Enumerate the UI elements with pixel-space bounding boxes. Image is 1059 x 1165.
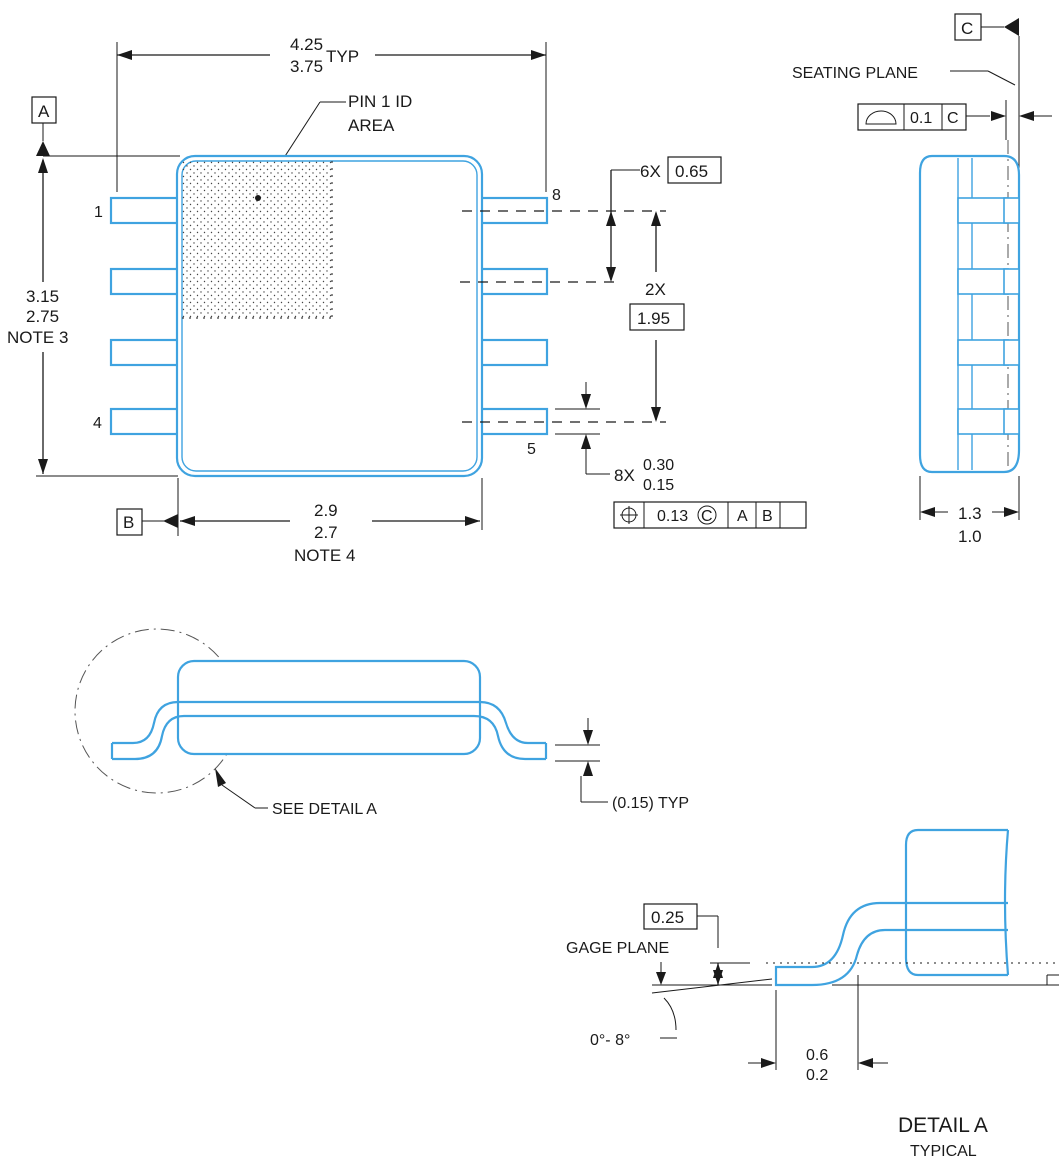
lead-width-max: 0.30 — [643, 457, 674, 474]
detail-subtitle: TYPICAL — [910, 1143, 977, 1160]
overall-width-max: 4.25 — [290, 35, 323, 54]
standoff-label: (0.15) TYP — [612, 795, 689, 812]
span-count: 2X — [645, 280, 666, 299]
span-value: 1.95 — [637, 309, 670, 328]
datum-a-frame — [31, 96, 57, 124]
detail-a: 0.25 GAGE PLANE 0°- 8° 0.6 0.2 DETAIL A … — [566, 828, 1059, 1160]
pin-label-1: 1 — [94, 204, 103, 221]
pin-label-5: 5 — [527, 441, 536, 458]
flatness-value: 0.1 — [910, 110, 932, 127]
overall-width-min: 3.75 — [290, 57, 323, 76]
datum-a-triangle — [36, 141, 50, 156]
datum-b-triangle — [163, 514, 178, 528]
pitch-value-box — [667, 156, 722, 184]
lead-count: 8X — [614, 466, 635, 485]
see-detail-label: SEE DETAIL A — [272, 801, 377, 818]
front-body — [176, 659, 482, 756]
foot-max: 0.6 — [806, 1047, 828, 1064]
datum-c-triangle — [1004, 18, 1019, 36]
flatness-frame — [857, 103, 967, 131]
fcf-datum2: B — [762, 508, 773, 525]
fcf-tolerance: 0.13 — [657, 508, 688, 525]
pin-1 — [109, 196, 182, 225]
pitch-count: 6X — [640, 162, 661, 181]
gage-value: 0.25 — [651, 908, 684, 927]
datum-b-label: B — [123, 513, 134, 532]
pin1-label-line1: PIN 1 ID — [348, 92, 412, 111]
fcf-modifier: C — [701, 508, 713, 525]
side-view: C SEATING PLANE 0.1 C — [792, 13, 1052, 546]
datum-c-frame — [954, 13, 982, 41]
profile-symbol-icon — [865, 110, 897, 125]
pin-label-8: 8 — [552, 187, 561, 204]
detail-body — [904, 828, 1008, 977]
side-leads — [957, 197, 1020, 435]
position-tolerance-frame: 0.13 C A B — [613, 501, 807, 529]
pin-6 — [478, 338, 549, 367]
body-length-max: 3.15 — [26, 287, 59, 306]
body-width-min: 2.7 — [314, 523, 338, 542]
body-length-note: NOTE 3 — [7, 328, 68, 347]
seating-plane-label: SEATING PLANE — [792, 65, 918, 82]
pin-label-4: 4 — [93, 415, 102, 432]
body-width-note: NOTE 4 — [294, 546, 355, 565]
gage-plane-label: GAGE PLANE — [566, 940, 669, 957]
fcf-datum1: A — [737, 508, 748, 525]
body-width-max: 2.9 — [314, 501, 338, 520]
detail-title: DETAIL A — [898, 1114, 988, 1137]
height-max: 1.3 — [958, 504, 982, 523]
lead-width-min: 0.15 — [643, 477, 674, 494]
pin-2 — [109, 267, 182, 296]
height-min: 1.0 — [958, 527, 982, 546]
pin1-id-area — [182, 161, 332, 318]
top-view: 4.25 3.75 TYP PIN 1 ID AREA A 3.15 2.75 … — [7, 35, 807, 565]
span-value-box — [629, 303, 685, 331]
pin-3 — [109, 338, 182, 367]
datum-b-frame — [116, 508, 143, 536]
datum-c-label: C — [961, 19, 973, 38]
body-length-min: 2.75 — [26, 307, 59, 326]
modifier-circle-icon — [697, 505, 717, 525]
pitch-value: 0.65 — [675, 162, 708, 181]
angle-label: 0°- 8° — [590, 1032, 630, 1049]
overall-width-suffix: TYP — [326, 47, 359, 66]
pin1-label-line2: AREA — [348, 116, 395, 135]
datum-a-label: A — [38, 102, 50, 121]
side-body — [918, 154, 1021, 474]
front-view: SEE DETAIL A (0.15) TYP — [74, 628, 689, 818]
flatness-datum: C — [947, 110, 959, 127]
foot-min: 0.2 — [806, 1067, 828, 1084]
pin-4 — [109, 407, 182, 436]
